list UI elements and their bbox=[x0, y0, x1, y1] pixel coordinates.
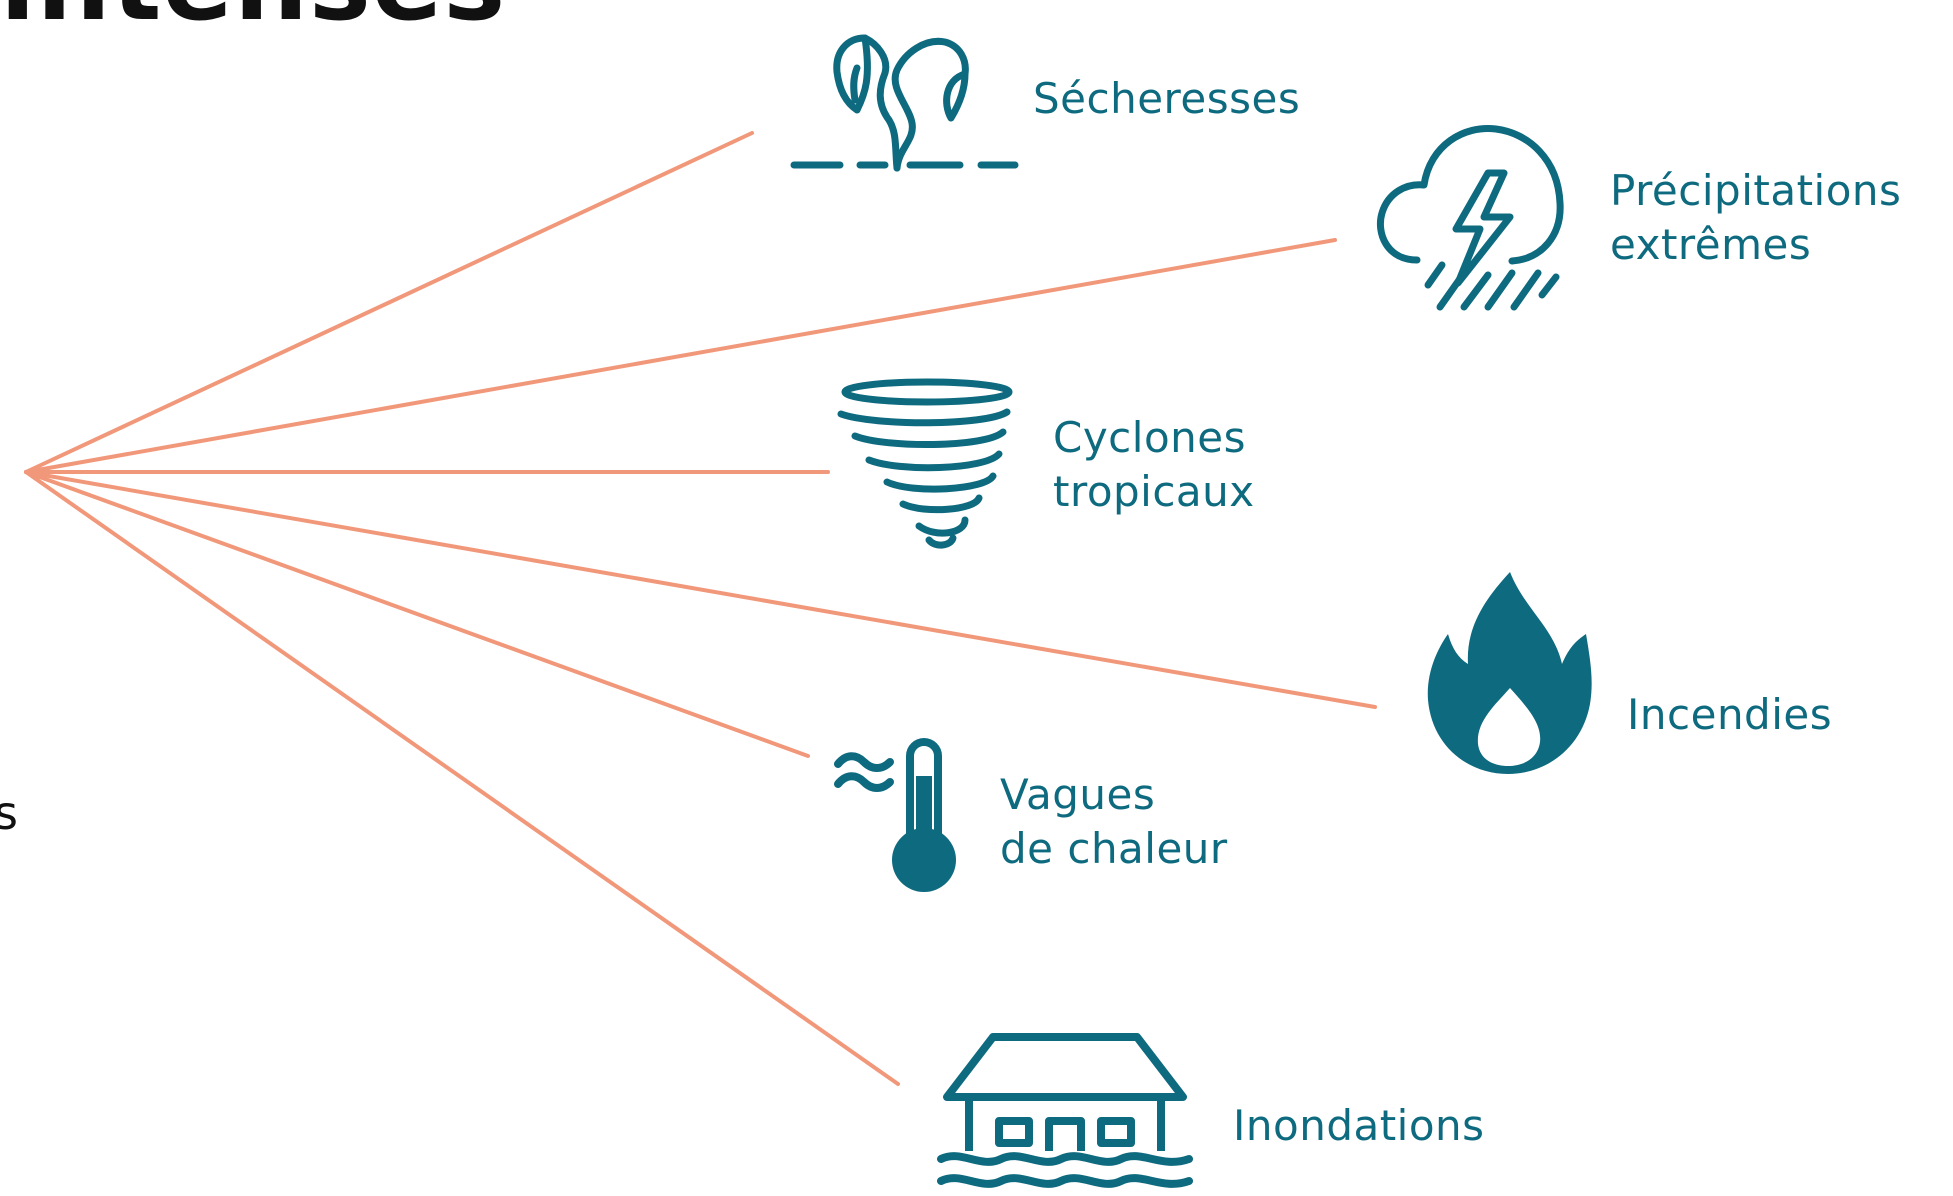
label-line: Cyclones bbox=[1053, 413, 1246, 462]
thermometer-icon bbox=[834, 738, 956, 892]
tornado-icon bbox=[837, 378, 1013, 549]
label-line: Inondations bbox=[1233, 1101, 1485, 1150]
connector-incendies bbox=[24, 470, 1377, 709]
label-line: de chaleur bbox=[1000, 824, 1228, 873]
label-line: Sécheresses bbox=[1033, 74, 1301, 123]
drought-plant-icon bbox=[790, 34, 1019, 172]
connector-secheresses bbox=[24, 131, 754, 474]
connector-inondations bbox=[24, 470, 900, 1086]
label-line: Vagues bbox=[1000, 770, 1156, 819]
label-vagues-chaleur: Vagues de chaleur bbox=[1000, 768, 1228, 876]
label-line: Précipitations bbox=[1610, 166, 1902, 215]
label-line: extrêmes bbox=[1610, 220, 1812, 269]
heading-fragment: intenses bbox=[0, 0, 506, 44]
label-line: tropicaux bbox=[1053, 467, 1255, 516]
flame-icon bbox=[1427, 572, 1592, 774]
connector-vagues-chaleur bbox=[24, 470, 810, 758]
connector-precipitations bbox=[24, 238, 1337, 474]
label-cyclones: Cyclones tropicaux bbox=[1053, 411, 1255, 519]
label-precipitations: Précipitations extrêmes bbox=[1610, 164, 1901, 272]
label-secheresses: Sécheresses bbox=[1033, 72, 1300, 126]
label-inondations: Inondations bbox=[1233, 1099, 1485, 1153]
storm-cloud-icon bbox=[1377, 125, 1564, 311]
label-incendies: Incendies bbox=[1627, 688, 1832, 742]
label-line: Incendies bbox=[1627, 690, 1833, 739]
flooded-house-icon bbox=[937, 1033, 1193, 1188]
side-text-fragment: s bbox=[0, 786, 18, 840]
